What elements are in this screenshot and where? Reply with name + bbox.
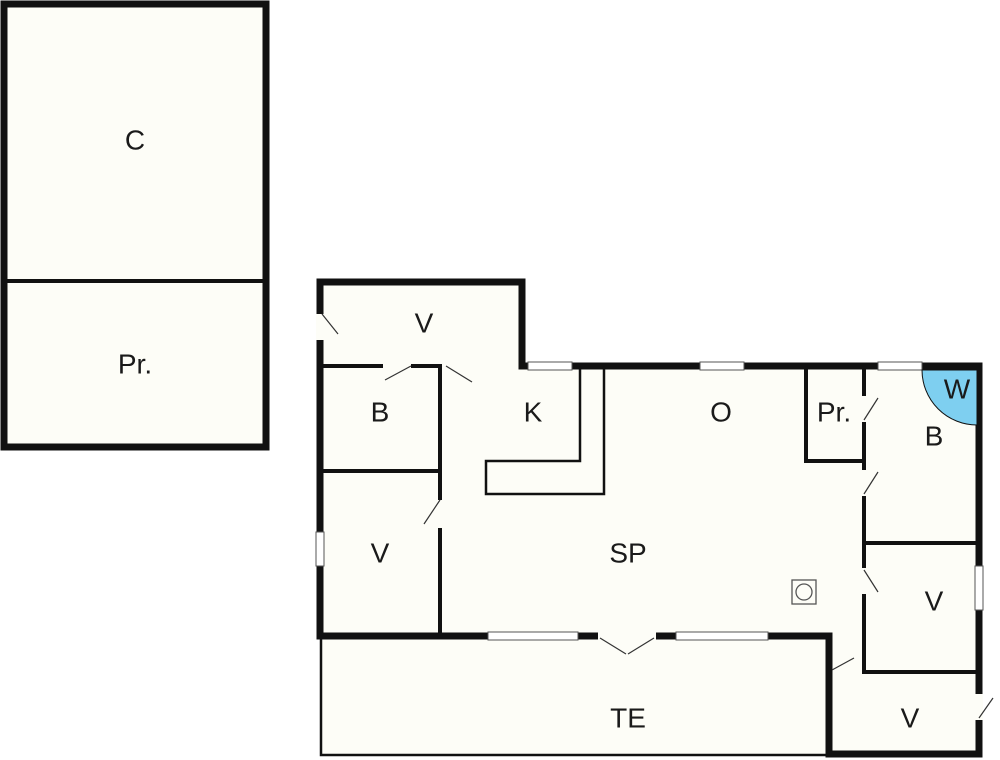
windows — [315, 361, 984, 641]
stove-icon — [791, 579, 817, 605]
room-label-c: C — [125, 124, 145, 155]
annex-outer-wall — [0, 0, 270, 451]
room-label-annex-pantry: Pr. — [118, 348, 152, 379]
room-label-o: O — [710, 396, 732, 427]
room-label-b-right: B — [925, 420, 944, 451]
room-label-v-top: V — [415, 307, 434, 338]
room-label-te: TE — [610, 702, 646, 733]
room-label-sp: SP — [609, 537, 646, 568]
terrace-area — [319, 636, 831, 757]
room-label-pantry: Pr. — [817, 396, 851, 427]
room-label-b-left: B — [371, 396, 390, 427]
interior-walls — [320, 364, 979, 674]
washer-icon — [921, 369, 978, 426]
room-label-k: K — [524, 396, 543, 427]
kitchen-counter — [484, 366, 606, 496]
room-label-v-right: V — [925, 585, 944, 616]
annex-building — [0, 0, 270, 451]
room-label-v-left: V — [371, 537, 390, 568]
room-labels: C Pr. V B K O Pr. W B V SP V TE V — [118, 124, 971, 733]
room-label-w: W — [944, 373, 971, 404]
room-label-v-bottom: V — [901, 702, 920, 733]
doors — [316, 313, 994, 720]
main-house — [315, 278, 994, 758]
